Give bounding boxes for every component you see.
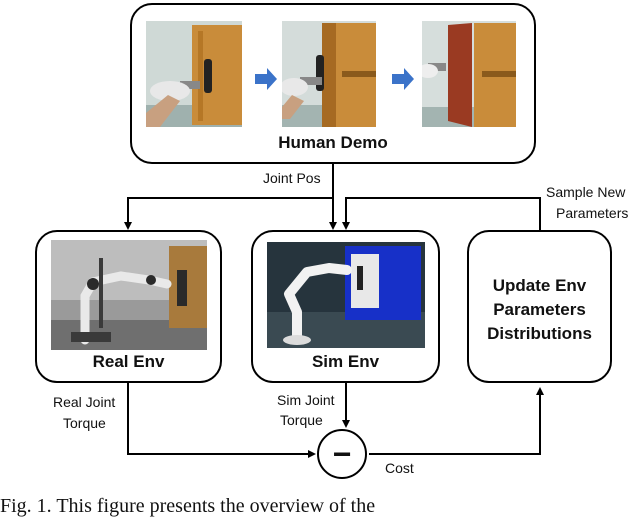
human-demo-box: Human Demo [130, 3, 536, 164]
joint-pos-to-real [124, 197, 333, 230]
sim-torque-label-1: Sim Joint [277, 392, 335, 408]
sim-torque-label-2: Torque [280, 412, 323, 428]
real-env-title: Real Env [92, 352, 165, 371]
cost-label: Cost [385, 460, 414, 476]
figure-caption: Fig. 1. This figure presents the overvie… [0, 495, 376, 517]
real-env-photo [51, 240, 207, 350]
sim-env-render [267, 242, 425, 348]
demo-frame-2 [282, 21, 376, 127]
demo-arrow-1 [255, 68, 277, 90]
sim-env-box: Sim Env [251, 230, 440, 383]
real-torque-line [127, 382, 316, 458]
demo-frame-3 [422, 21, 516, 127]
demo-frame-1 [146, 21, 242, 127]
update-line-3: Distributions [487, 324, 592, 343]
cost-line [369, 387, 544, 455]
sim-env-title: Sim Env [311, 352, 380, 371]
joint-pos-label: Joint Pos [263, 170, 321, 186]
sample-new-label-1: Sample New [546, 184, 626, 200]
sample-params-line [342, 197, 541, 230]
real-env-box: Real Env [35, 230, 222, 383]
update-params-box: Update Env Parameters Distributions [467, 230, 612, 383]
real-torque-label-2: Torque [63, 415, 106, 431]
cost-node [317, 429, 367, 479]
update-line-1: Update Env [492, 276, 587, 295]
update-line-2: Parameters [493, 300, 586, 319]
real-torque-label-1: Real Joint [53, 394, 116, 410]
human-demo-title: Human Demo [278, 133, 388, 152]
demo-arrow-2 [392, 68, 414, 90]
sample-new-label-2: Parameters [556, 205, 629, 221]
minus-symbol: − [332, 436, 352, 472]
